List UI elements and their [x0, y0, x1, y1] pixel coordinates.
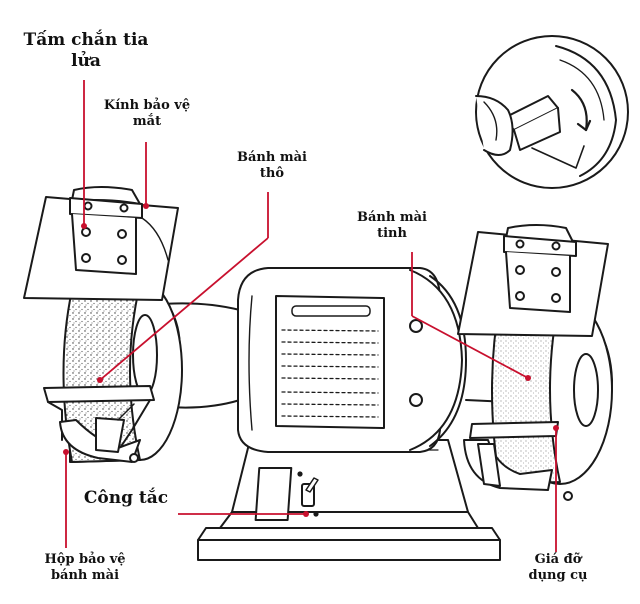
label-coarse-wheel-line2: thô [259, 166, 285, 182]
label-wheel-guard-line1: Hộp bảo vệ [44, 552, 126, 567]
dot-eye-shield [143, 203, 149, 209]
label-eye-shield: Kính bảo vệ mắt [92, 98, 202, 131]
dot-coarse-wheel [97, 377, 103, 383]
label-eye-shield-line1: Kính bảo vệ [103, 98, 191, 113]
coarse-wheel [62, 279, 183, 463]
leader-lines [65, 80, 557, 552]
label-spark-guard-line2: lửa [71, 51, 101, 72]
label-tool-rest-line2: dụng cụ [528, 568, 588, 584]
label-wheel-guard: Hộp bảo vệ bánh mài [30, 552, 140, 585]
left-spark-guard [23, 186, 179, 301]
dot-switch [303, 511, 309, 517]
label-spark-guard-line1: Tấm chắn tia [23, 30, 149, 50]
label-wheel-guard-line2: bánh mài [50, 568, 120, 584]
inset-detail [475, 35, 629, 189]
label-fine-wheel-line1: Bánh mài [357, 210, 427, 225]
right-spark-guard [457, 224, 609, 337]
label-switch: Công tắc [83, 488, 169, 508]
base [197, 439, 501, 561]
dot-wheel-guard [63, 449, 69, 455]
label-coarse-wheel: Bánh mài thô [232, 150, 312, 183]
label-coarse-wheel-line1: Bánh mài [237, 150, 307, 165]
leader-coarse-wheel-2 [99, 237, 269, 381]
label-tool-rest-line1: Giá đỡ [534, 552, 582, 567]
switch [254, 467, 319, 521]
dot-fine-wheel [525, 375, 531, 381]
dot-spark-guard [81, 223, 87, 229]
label-tool-rest: Giá đỡ dụng cụ [512, 552, 604, 585]
label-eye-shield-line2: mắt [132, 114, 162, 130]
label-spark-guard: Tấm chắn tia lửa [22, 30, 150, 73]
right-wheel-guard [463, 421, 573, 501]
dot-tool-rest [553, 425, 559, 431]
leader-fine-wheel-2 [411, 315, 529, 379]
nameplate [275, 295, 385, 429]
label-fine-wheel-line2: tinh [377, 226, 407, 242]
label-fine-wheel: Bánh mài tinh [352, 210, 432, 243]
left-wheel-guard [43, 385, 155, 463]
